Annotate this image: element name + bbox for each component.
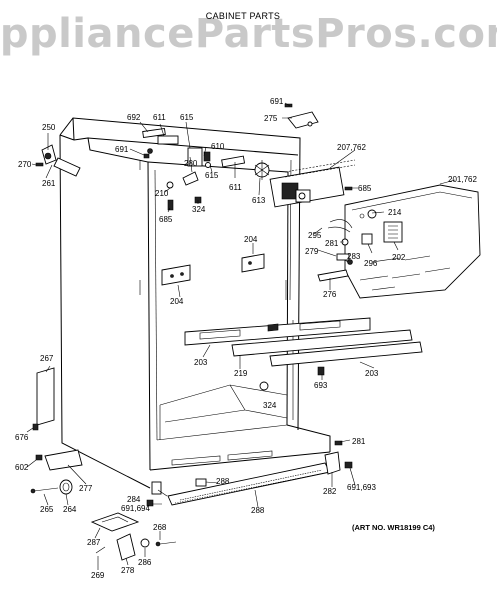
callout-692: 692	[127, 113, 141, 122]
callout-324-mid: 324	[263, 401, 277, 410]
callout-203-right: 203	[365, 369, 379, 378]
callout-labels: 691 275 692 611 615 691 610 280 615 611 …	[15, 97, 477, 580]
callout-613: 613	[252, 196, 266, 205]
callout-277: 277	[79, 484, 93, 493]
callout-615-mid: 615	[205, 171, 219, 180]
callout-615-top: 615	[180, 113, 194, 122]
callout-693: 693	[314, 381, 328, 390]
callout-261: 261	[42, 179, 56, 188]
callout-270: 270	[18, 160, 32, 169]
callout-207-762: 207,762	[337, 143, 366, 152]
callout-267: 267	[40, 354, 54, 363]
top-parts	[35, 103, 356, 211]
callout-203-left: 203	[194, 358, 208, 367]
callout-278: 278	[121, 566, 135, 575]
callout-676: 676	[15, 433, 29, 442]
callout-282: 282	[323, 487, 337, 496]
callout-204-right: 204	[244, 235, 258, 244]
leader-lines	[26, 102, 456, 570]
callout-602: 602	[15, 463, 29, 472]
callout-611-right: 611	[229, 183, 242, 192]
callout-685-right: 685	[358, 184, 372, 193]
callout-202: 202	[392, 253, 406, 262]
callout-691-694: 691,694	[121, 504, 150, 513]
callout-610: 610	[211, 142, 225, 151]
callout-214: 214	[388, 208, 402, 217]
control-panel	[317, 184, 481, 299]
callout-691-top: 691	[270, 97, 284, 106]
callout-264: 264	[63, 505, 77, 514]
callout-281-panel: 281	[325, 239, 339, 248]
callout-296: 296	[364, 259, 378, 268]
callout-281-bottom: 281	[352, 437, 366, 446]
bottom-left-parts	[30, 367, 83, 495]
callout-691-693: 691,693	[347, 483, 376, 492]
callout-250: 250	[42, 123, 56, 132]
callout-268: 268	[153, 523, 167, 532]
side-brackets	[161, 253, 265, 286]
callout-286: 286	[138, 558, 152, 567]
front-rails	[184, 317, 423, 391]
callout-279: 279	[305, 247, 319, 256]
callout-280: 280	[184, 159, 198, 168]
callout-265: 265	[40, 505, 54, 514]
callout-288-clip: 288	[216, 477, 230, 486]
callout-269: 269	[91, 571, 105, 580]
callout-685-left: 685	[159, 215, 173, 224]
callout-201-762: 201,762	[448, 175, 477, 184]
callout-276: 276	[323, 290, 337, 299]
callout-204-left: 204	[170, 297, 184, 306]
callout-284: 284	[127, 495, 141, 504]
art-number: (ART NO. WR18199 C4)	[352, 523, 435, 532]
callout-691-left: 691	[115, 145, 129, 154]
callout-283: 283	[347, 252, 361, 261]
callout-287: 287	[87, 538, 101, 547]
diagram-title: CABINET PARTS	[206, 11, 280, 21]
callout-295: 295	[308, 231, 322, 240]
callout-210: 210	[155, 189, 169, 198]
callout-219: 219	[234, 369, 248, 378]
callout-288-grille: 288	[251, 506, 265, 515]
bottom-grille-parts	[90, 440, 353, 561]
callout-611-left: 611	[153, 113, 166, 122]
callout-324-top: 324	[192, 205, 206, 214]
watermark: AppliancePartsPros.com	[0, 11, 497, 57]
callout-275: 275	[264, 114, 278, 123]
